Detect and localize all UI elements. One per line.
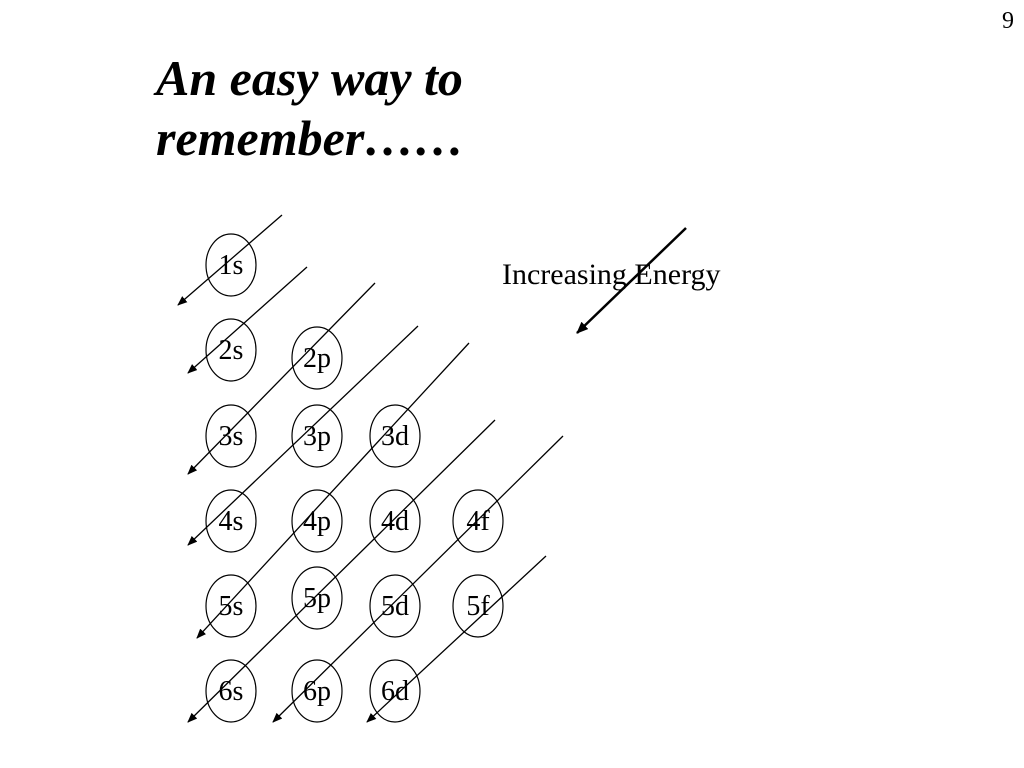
- orbital-label: 3d: [381, 421, 409, 452]
- orbital-label: 6d: [381, 676, 409, 707]
- orbital-circle: [369, 404, 421, 468]
- orbital-4d: 4d: [369, 489, 421, 553]
- orbital-label: 4f: [466, 506, 490, 537]
- orbital-2p: 2p: [291, 326, 343, 390]
- orbital-circle: [205, 659, 257, 723]
- orbital-circle: [369, 574, 421, 638]
- orbital-circle: [452, 574, 504, 638]
- orbital-label: 4d: [381, 506, 409, 537]
- increasing-energy-arrow: [576, 227, 687, 334]
- orbital-circle: [369, 659, 421, 723]
- orbital-3d: 3d: [369, 404, 421, 468]
- diagonal-arrow-3: [187, 282, 376, 475]
- orbital-label: 2p: [303, 343, 331, 374]
- diagonal-arrow-2: [187, 266, 308, 374]
- orbital-circle: [291, 566, 343, 630]
- orbital-label: 2s: [219, 335, 244, 366]
- diagonal-arrow-1: [177, 214, 283, 306]
- orbital-circle: [291, 659, 343, 723]
- orbital-label: 5f: [466, 591, 490, 622]
- orbital-circle: [291, 404, 343, 468]
- orbital-5s: 5s: [205, 574, 257, 638]
- slide-title: An easy way to remember……: [156, 50, 465, 166]
- orbital-label: 3s: [219, 421, 244, 452]
- diagonal-arrow-5: [196, 342, 470, 639]
- orbital-circle: [291, 489, 343, 553]
- orbital-circle: [205, 489, 257, 553]
- orbital-label: 5p: [303, 583, 331, 614]
- orbital-4s: 4s: [205, 489, 257, 553]
- orbital-label: 3p: [303, 421, 331, 452]
- diagonal-arrow-4: [187, 325, 419, 546]
- orbital-circle: [205, 404, 257, 468]
- orbital-label: 4p: [303, 506, 331, 537]
- orbital-6d: 6d: [369, 659, 421, 723]
- orbital-circle: [291, 326, 343, 390]
- orbital-5p: 5p: [291, 566, 343, 630]
- orbital-6p: 6p: [291, 659, 343, 723]
- orbital-label: 6s: [219, 676, 244, 707]
- orbital-grid: 1s 2s 2p 3s 3p 3d 4s 4p 4d 4f 5s 5p 5d 5f 6s 6p 6d: [205, 233, 504, 723]
- orbital-label: 1s: [219, 250, 244, 281]
- orbital-5d: 5d: [369, 574, 421, 638]
- orbital-label: 6p: [303, 676, 331, 707]
- orbital-2s: 2s: [205, 318, 257, 382]
- diagonal-arrow-8: [366, 555, 547, 723]
- diagonal-arrow-7: [272, 435, 564, 723]
- diagonal-arrow-6: [187, 419, 496, 723]
- page-number: 9: [1002, 8, 1014, 34]
- orbital-label: 4s: [219, 506, 244, 537]
- orbital-1s: 1s: [205, 233, 257, 297]
- orbital-4f: 4f: [452, 489, 504, 553]
- orbital-5f: 5f: [452, 574, 504, 638]
- orbital-label: 5d: [381, 591, 409, 622]
- orbital-circle: [452, 489, 504, 553]
- orbital-circle: [205, 233, 257, 297]
- orbital-circle: [205, 318, 257, 382]
- orbital-circle: [369, 489, 421, 553]
- orbital-circle: [205, 574, 257, 638]
- orbital-label: 5s: [219, 591, 244, 622]
- increasing-energy-label: Increasing Energy: [502, 258, 721, 291]
- orbital-4p: 4p: [291, 489, 343, 553]
- orbital-6s: 6s: [205, 659, 257, 723]
- orbital-3p: 3p: [291, 404, 343, 468]
- orbital-3s: 3s: [205, 404, 257, 468]
